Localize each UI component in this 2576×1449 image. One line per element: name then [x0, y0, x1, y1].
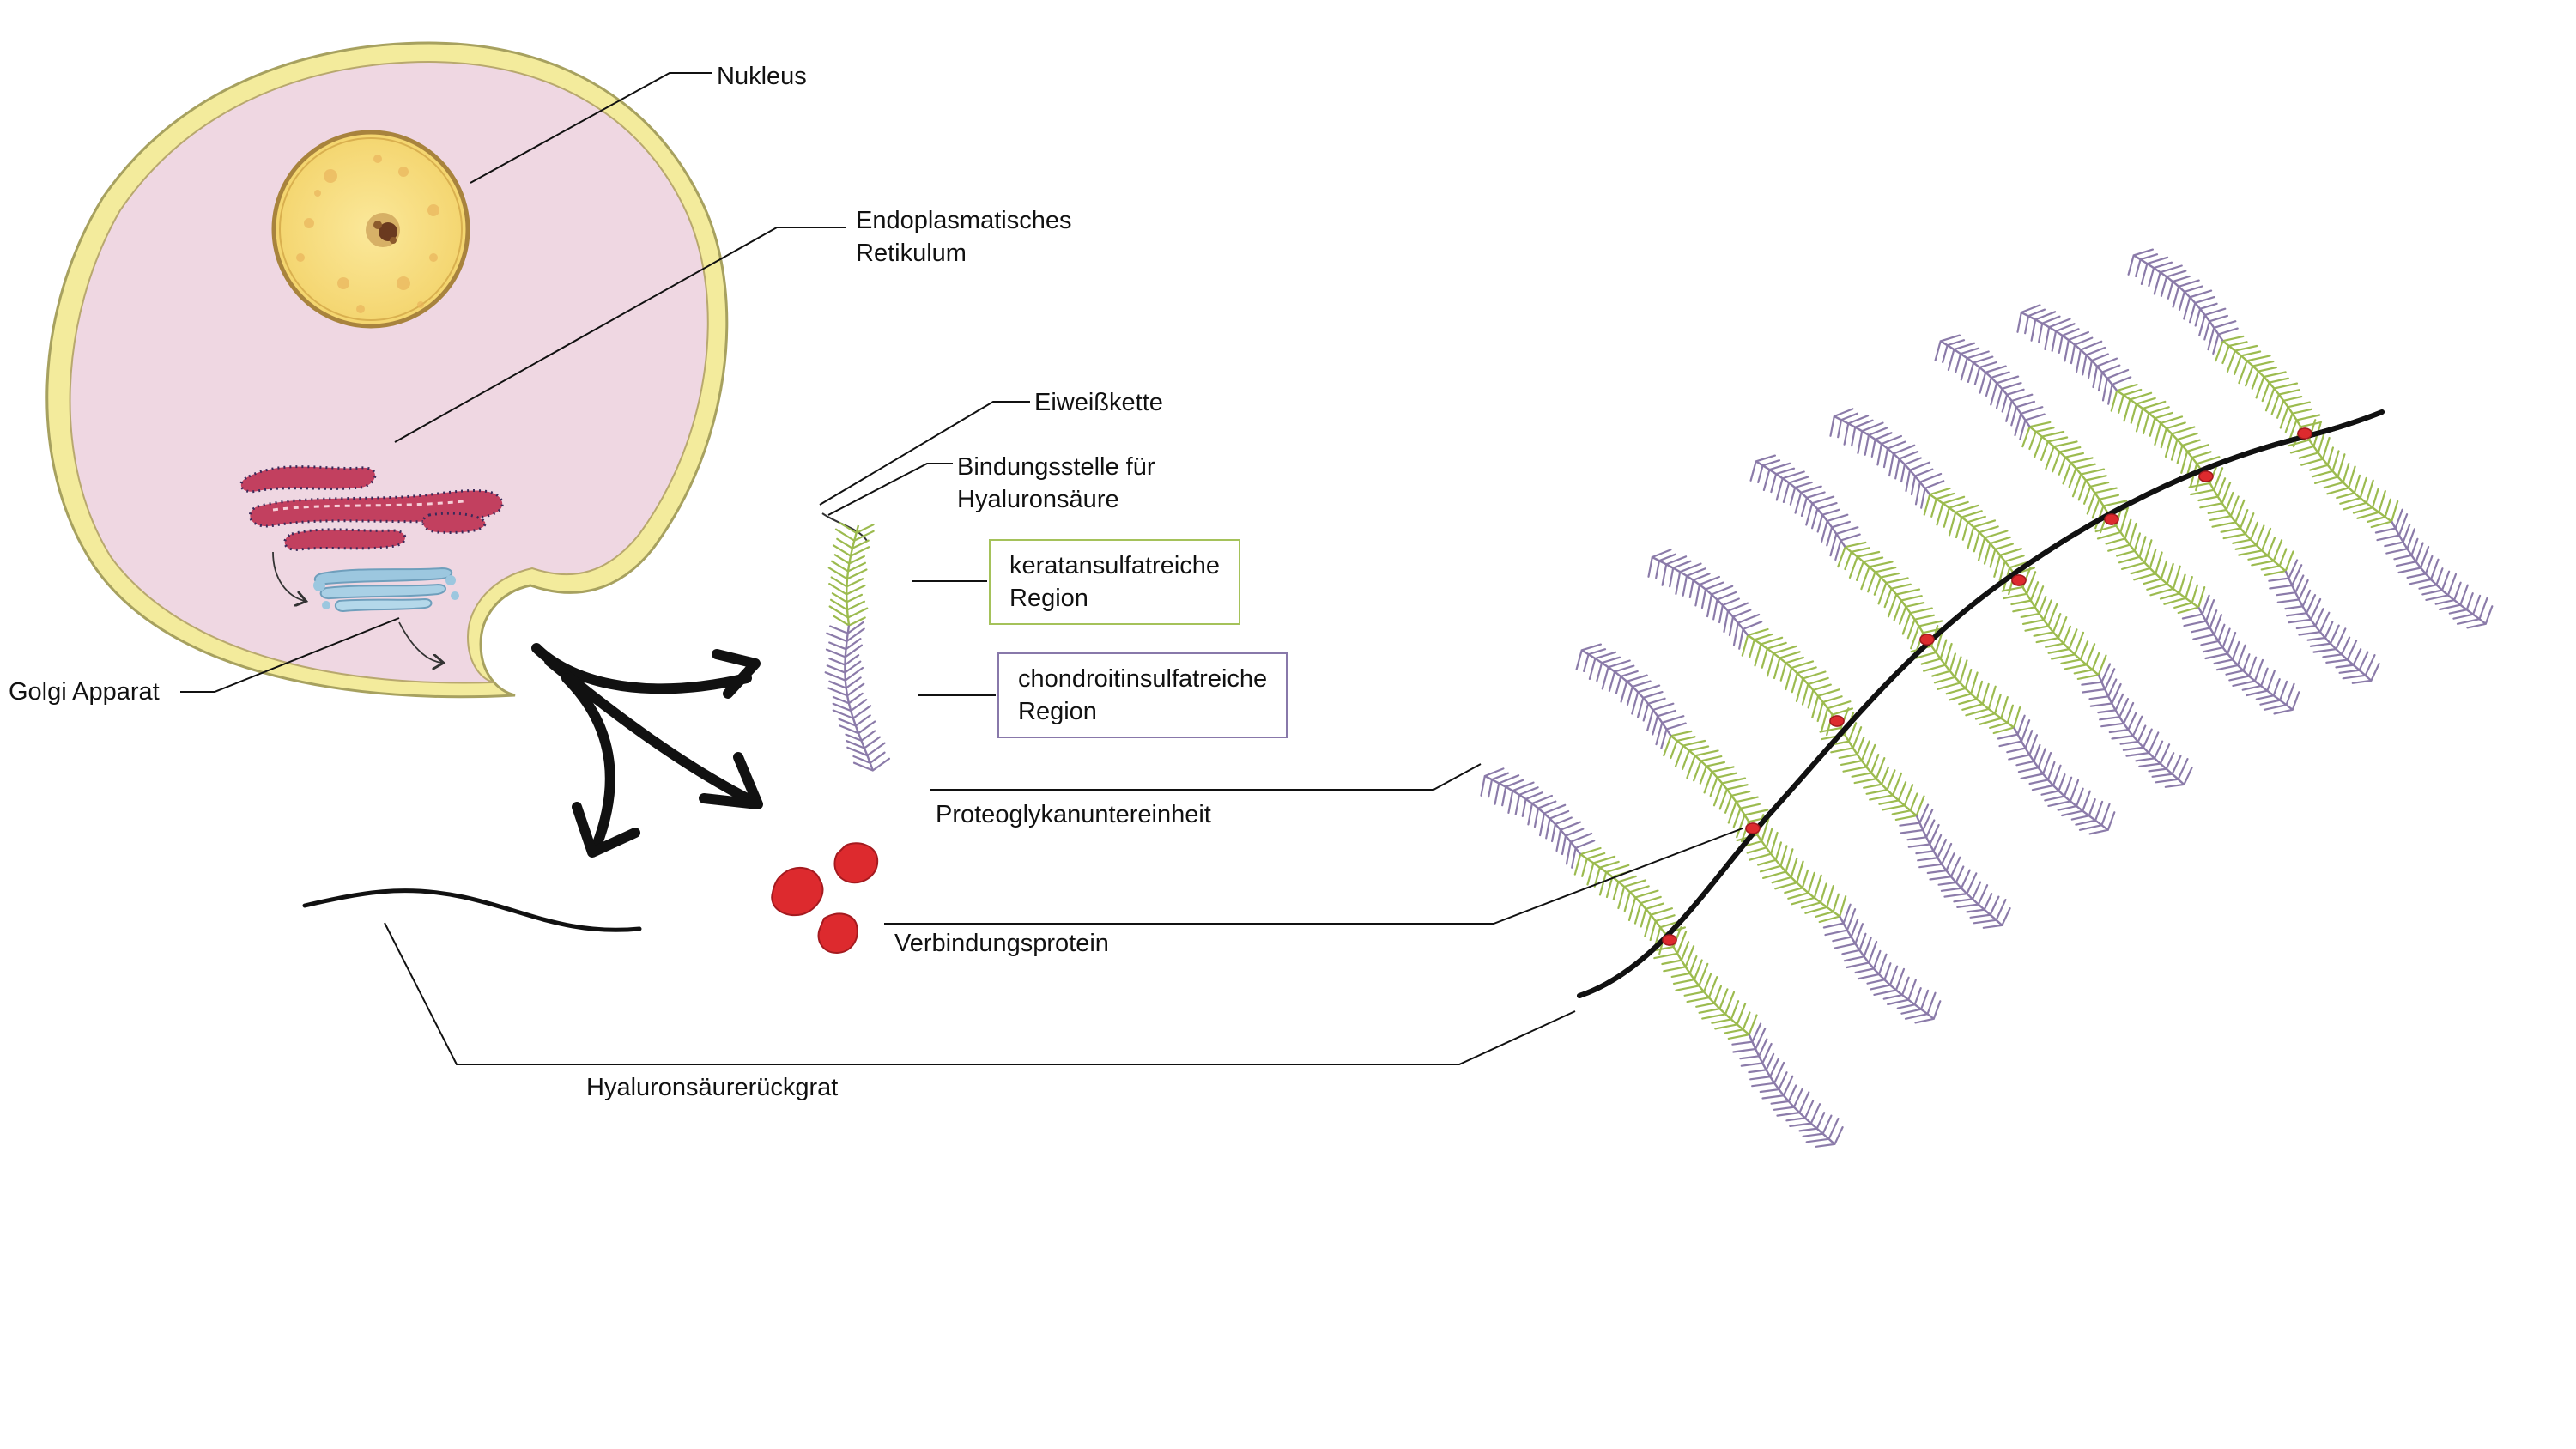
label-er-line1: Endoplasmatisches: [856, 207, 1072, 234]
chondroitin-sulfate-chain-legend: [824, 621, 890, 772]
aggregate-keratan-upper-0: [1573, 846, 1686, 955]
aggregate-keratan-lower-6: [2188, 463, 2294, 576]
link-proteins-free: [771, 842, 879, 955]
label-binding-line2: Hyaluronsäure: [957, 486, 1119, 513]
aggregate-chondroitin-lower-0: [1731, 1022, 1844, 1148]
aggregate-chondroitin-upper-5: [1934, 334, 2046, 440]
aggregate-chondroitin-upper-3: [1749, 454, 1861, 561]
label-keratan-line2: Region: [1009, 585, 1088, 612]
label-hyaluronan-backbone: Hyaluronsäurerückgrat: [586, 1074, 839, 1101]
aggregate-chondroitin-lower-7: [2374, 508, 2494, 629]
aggregate-chondroitin-lower-4: [2081, 663, 2193, 788]
aggregate-chondroitin-lower-2: [1899, 803, 2011, 929]
proteoglycan-subunit-legend: [821, 512, 890, 772]
label-link-protein: Verbindungsprotein: [894, 930, 1109, 957]
link-protein-dot-1: [1745, 822, 1761, 834]
aggregate-keratan-upper-2: [1741, 627, 1853, 737]
label-keratan-line1: keratansulfatreiche: [1009, 552, 1221, 579]
link-protein-dot-4: [2011, 574, 2027, 586]
golgi-apparatus: [313, 567, 459, 613]
nucleus: [271, 130, 470, 329]
link-protein-dot-3: [1919, 634, 1935, 646]
aggregate-chondroitin-lower-5: [2181, 594, 2300, 715]
label-chondroitin-line1: chondroitinsulfatreiche: [1018, 665, 1268, 693]
aggregate-keratan-upper-3: [1837, 541, 1945, 654]
cytoplasm: [69, 60, 709, 684]
aggregate-chondroitin-lower-1: [1822, 903, 1942, 1024]
link-protein-dot-5: [2104, 513, 2119, 525]
endoplasmic-reticulum: [239, 465, 504, 551]
aggregate-keratan-upper-7: [2215, 335, 2323, 448]
aggregate-chondroitin-upper-2: [1647, 549, 1763, 650]
aggregate-chondroitin-upper-4: [1829, 408, 1945, 509]
chondroitin-region-box: chondroitinsulfatreiche Region: [997, 652, 1288, 738]
aggregate-chondroitin-lower-6: [2268, 559, 2380, 684]
label-proteoglycan-subunit: Proteoglykanuntereinheit: [936, 801, 1211, 828]
aggregate-keratan-lower-0: [1652, 926, 1758, 1040]
aggregate-chondroitin-upper-7: [2127, 248, 2239, 355]
link-protein-dot-2: [1829, 715, 1845, 727]
aggregate-keratan-lower-5: [2094, 505, 2206, 615]
aggregate-keratan-upper-1: [1663, 730, 1771, 843]
label-nucleus: Nukleus: [717, 63, 807, 90]
aggregate-chondroitin-upper-0: [1480, 767, 1596, 869]
aggregate-keratan-lower-7: [2288, 419, 2399, 529]
label-binding-line1: Bindungsstelle für: [957, 453, 1155, 481]
aggregate-keratan-lower-4: [2001, 567, 2107, 680]
keratan-region-box: keratansulfatreiche Region: [989, 539, 1241, 625]
aggregate-chondroitin-lower-3: [1997, 714, 2116, 835]
aggregate-chondroitin-upper-1: [1575, 643, 1687, 749]
label-golgi: Golgi Apparat: [9, 678, 160, 706]
link-protein-dot-0: [1662, 934, 1677, 946]
keratan-sulfate-chain-legend: [827, 522, 875, 627]
leader-lines: [180, 72, 1743, 1065]
label-chondroitin-line2: Region: [1018, 698, 1097, 725]
link-protein-dot-6: [2198, 470, 2214, 482]
aggregate-keratan-lower-1: [1736, 814, 1847, 924]
nucleolus: [366, 213, 400, 247]
secretion-arrows: [531, 643, 763, 858]
aggregate-keratan-lower-2: [1819, 707, 1925, 821]
link-protein-dot-7: [2297, 427, 2312, 440]
aggregate-keratan-lower-3: [1910, 625, 2021, 735]
cell: [45, 41, 729, 699]
label-protein-chain: Eiweißkette: [1034, 389, 1163, 416]
aggregate-chondroitin-upper-6: [2016, 304, 2132, 405]
label-er-line2: Retikulum: [856, 239, 967, 267]
hyaluronan-strand-free: [302, 888, 642, 932]
proteoglycan-aggregate: [1480, 248, 2494, 1148]
